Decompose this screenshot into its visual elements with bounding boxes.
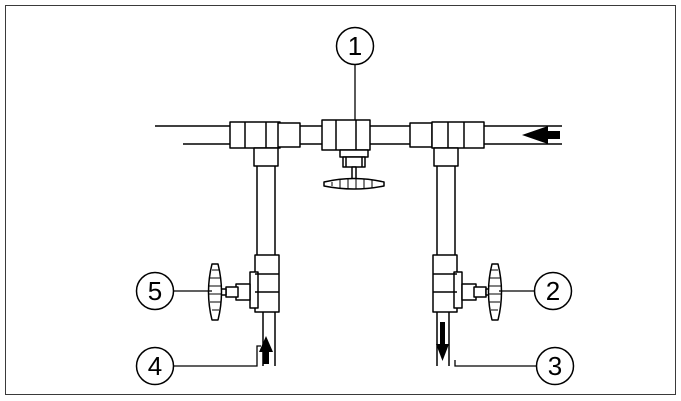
center-fitting — [321, 119, 371, 180]
right-valve-handwheel — [461, 263, 503, 321]
right-branch-pipe — [436, 166, 456, 366]
callout-circle-5 — [135, 271, 175, 311]
diagram-frame — [5, 5, 676, 395]
leader-line-3 — [454, 360, 536, 367]
callout-circle-2 — [533, 271, 573, 311]
left-valve-handwheel — [207, 263, 251, 321]
left-upflow-arrow — [259, 336, 273, 364]
callout-circle-1 — [335, 26, 375, 66]
callout-label-1: 1 — [348, 31, 362, 61]
callout-label-4: 4 — [148, 351, 162, 381]
right-downflow-arrow — [436, 322, 449, 361]
callout-label-5: 5 — [148, 276, 162, 306]
callout-circle-4 — [135, 346, 175, 386]
callout-label-3: 3 — [548, 351, 562, 381]
left-valve-body — [249, 254, 280, 313]
callout-circle-3 — [535, 346, 575, 386]
center-handwheel — [323, 177, 385, 190]
callout-label-2: 2 — [546, 276, 560, 306]
left-tee-fitting — [229, 121, 301, 167]
leader-line-4 — [174, 345, 261, 367]
right-tee-fitting — [409, 121, 485, 167]
right-valve-body — [432, 254, 463, 313]
inflow-arrow — [522, 126, 560, 144]
